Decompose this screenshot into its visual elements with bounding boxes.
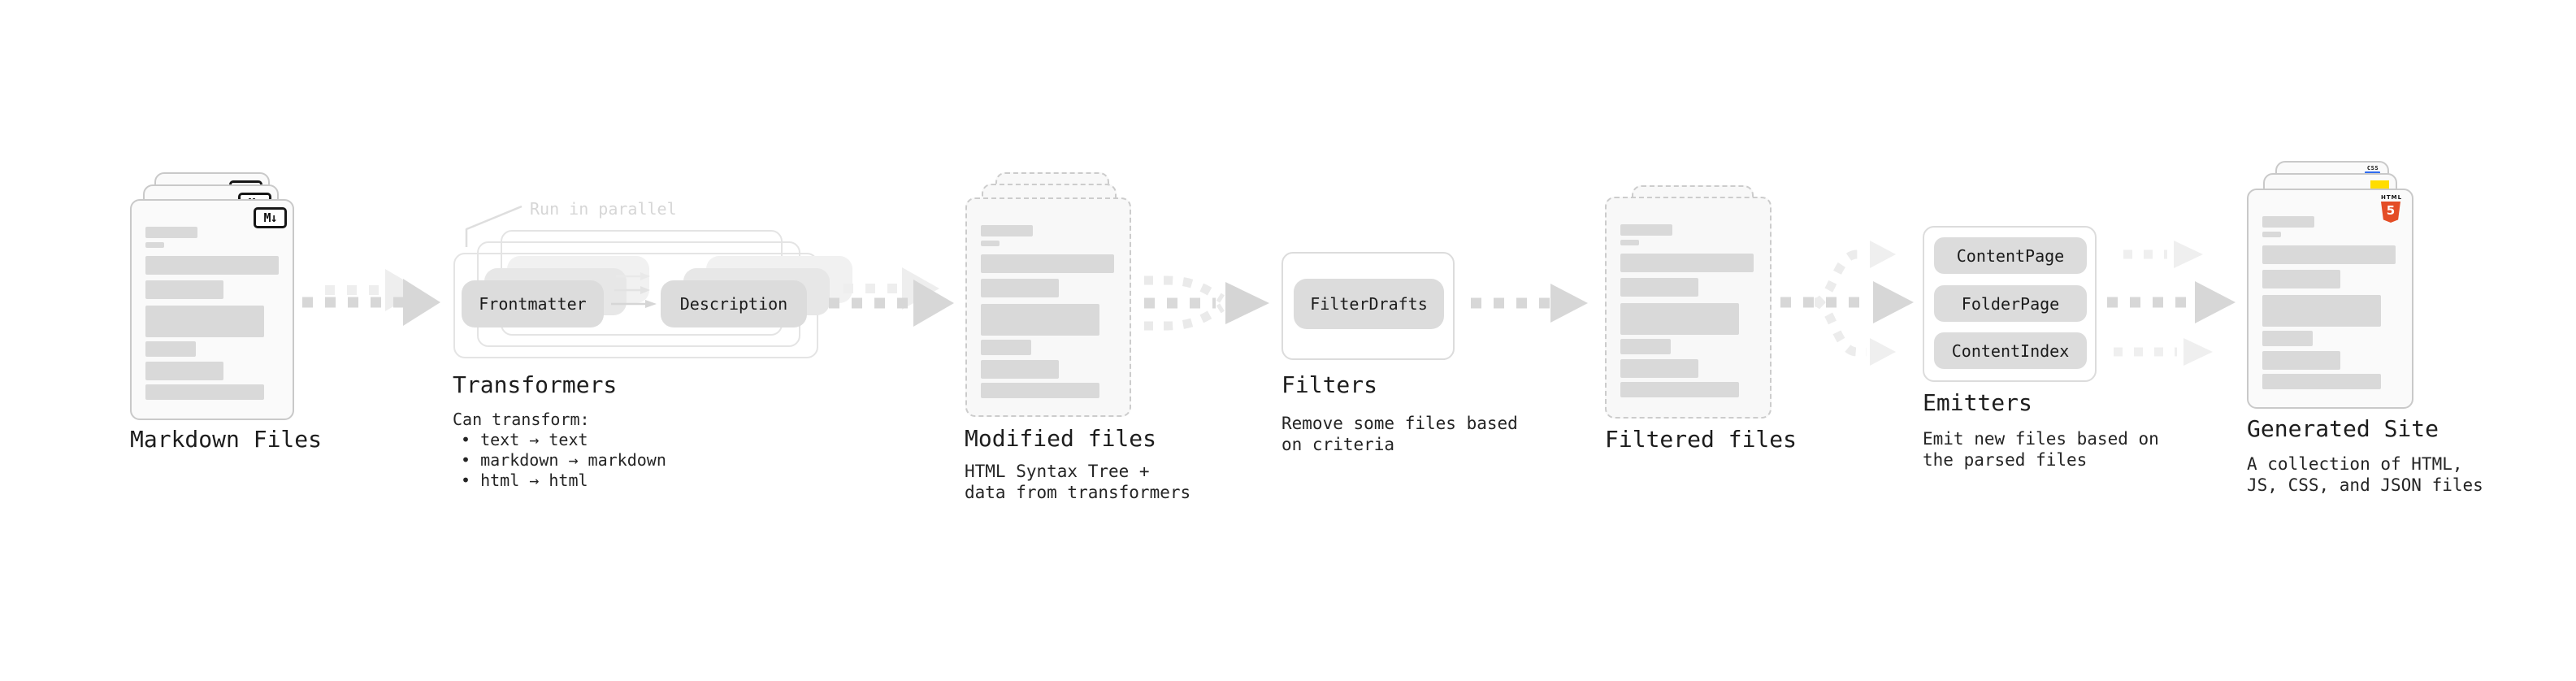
generated-file-card-html: HTML 5 xyxy=(2247,189,2413,409)
text-placeholder-bars xyxy=(2249,190,2412,407)
emitters-body-line: Emit new files based on xyxy=(1923,429,2159,449)
modified-file-card-front xyxy=(965,197,1131,417)
text-placeholder-bars xyxy=(1607,198,1770,417)
arrow-markdown-to-transformers xyxy=(302,269,440,326)
frontmatter-pill: Frontmatter xyxy=(462,280,604,327)
folderpage-pill: FolderPage xyxy=(1934,285,2087,322)
emitters-description: Emit new files based on the parsed files xyxy=(1923,428,2159,471)
stage-title-modified-files: Modified files xyxy=(965,425,1157,452)
arrow-transformers-to-modified xyxy=(829,267,954,327)
markdown-icon: M↓ xyxy=(254,207,287,228)
filters-body-line: on criteria xyxy=(1281,435,1395,454)
modified-body-line: HTML Syntax Tree + xyxy=(965,462,1150,481)
filters-body-line: Remove some files based xyxy=(1281,414,1518,433)
html5-icon-label: HTML xyxy=(2381,194,2403,201)
transformers-body-line: • markdown → markdown xyxy=(461,450,666,470)
text-placeholder-bars xyxy=(967,199,1130,415)
html5-icon: HTML 5 xyxy=(2381,194,2403,223)
text-placeholder-bars xyxy=(132,201,293,419)
note-connector-line xyxy=(465,205,523,247)
filterdrafts-pill: FilterDrafts xyxy=(1294,279,1444,329)
contentindex-pill: ContentIndex xyxy=(1934,332,2087,369)
transformers-body-line: • html → html xyxy=(461,471,588,490)
stage-title-filtered-files: Filtered files xyxy=(1605,426,1798,453)
emitters-body-line: the parsed files xyxy=(1923,450,2088,470)
transformers-description: Can transform: • text → text • markdown … xyxy=(453,410,666,491)
description-pill: Description xyxy=(661,280,807,327)
contentpage-pill: ContentPage xyxy=(1934,237,2087,274)
stage-title-emitters: Emitters xyxy=(1923,389,2032,416)
arrow-filters-to-filtered xyxy=(1471,284,1588,323)
stage-title-filters: Filters xyxy=(1281,371,1378,398)
filters-description: Remove some files based on criteria xyxy=(1281,413,1518,455)
modified-files-description: HTML Syntax Tree + data from transformer… xyxy=(965,461,1190,503)
run-in-parallel-note: Run in parallel xyxy=(530,199,677,219)
arrows-frontmatter-to-description xyxy=(611,272,657,308)
stage-title-transformers: Transformers xyxy=(453,371,618,398)
arrow-filtered-to-emitters xyxy=(1780,241,1914,366)
transformers-body-line: Can transform: xyxy=(453,410,590,429)
generated-body-line: JS, CSS, and JSON files xyxy=(2247,475,2483,495)
modified-body-line: data from transformers xyxy=(965,483,1191,502)
markdown-file-card-front: M↓ xyxy=(130,199,294,420)
css-icon-label: CSS xyxy=(2366,165,2379,171)
stage-title-markdown-files: Markdown Files xyxy=(130,426,323,453)
generated-body-line: A collection of HTML, xyxy=(2247,454,2463,474)
js-icon xyxy=(2370,180,2389,189)
arrow-modified-to-filters xyxy=(1144,275,1269,331)
arrow-emitters-to-generated xyxy=(2107,241,2236,366)
transformers-body-line: • text → text xyxy=(461,430,588,449)
filtered-file-card-front xyxy=(1605,197,1772,419)
html5-icon-shield: 5 xyxy=(2381,202,2400,223)
stage-title-generated-site: Generated Site xyxy=(2247,415,2439,442)
generated-site-description: A collection of HTML, JS, CSS, and JSON … xyxy=(2247,453,2483,496)
